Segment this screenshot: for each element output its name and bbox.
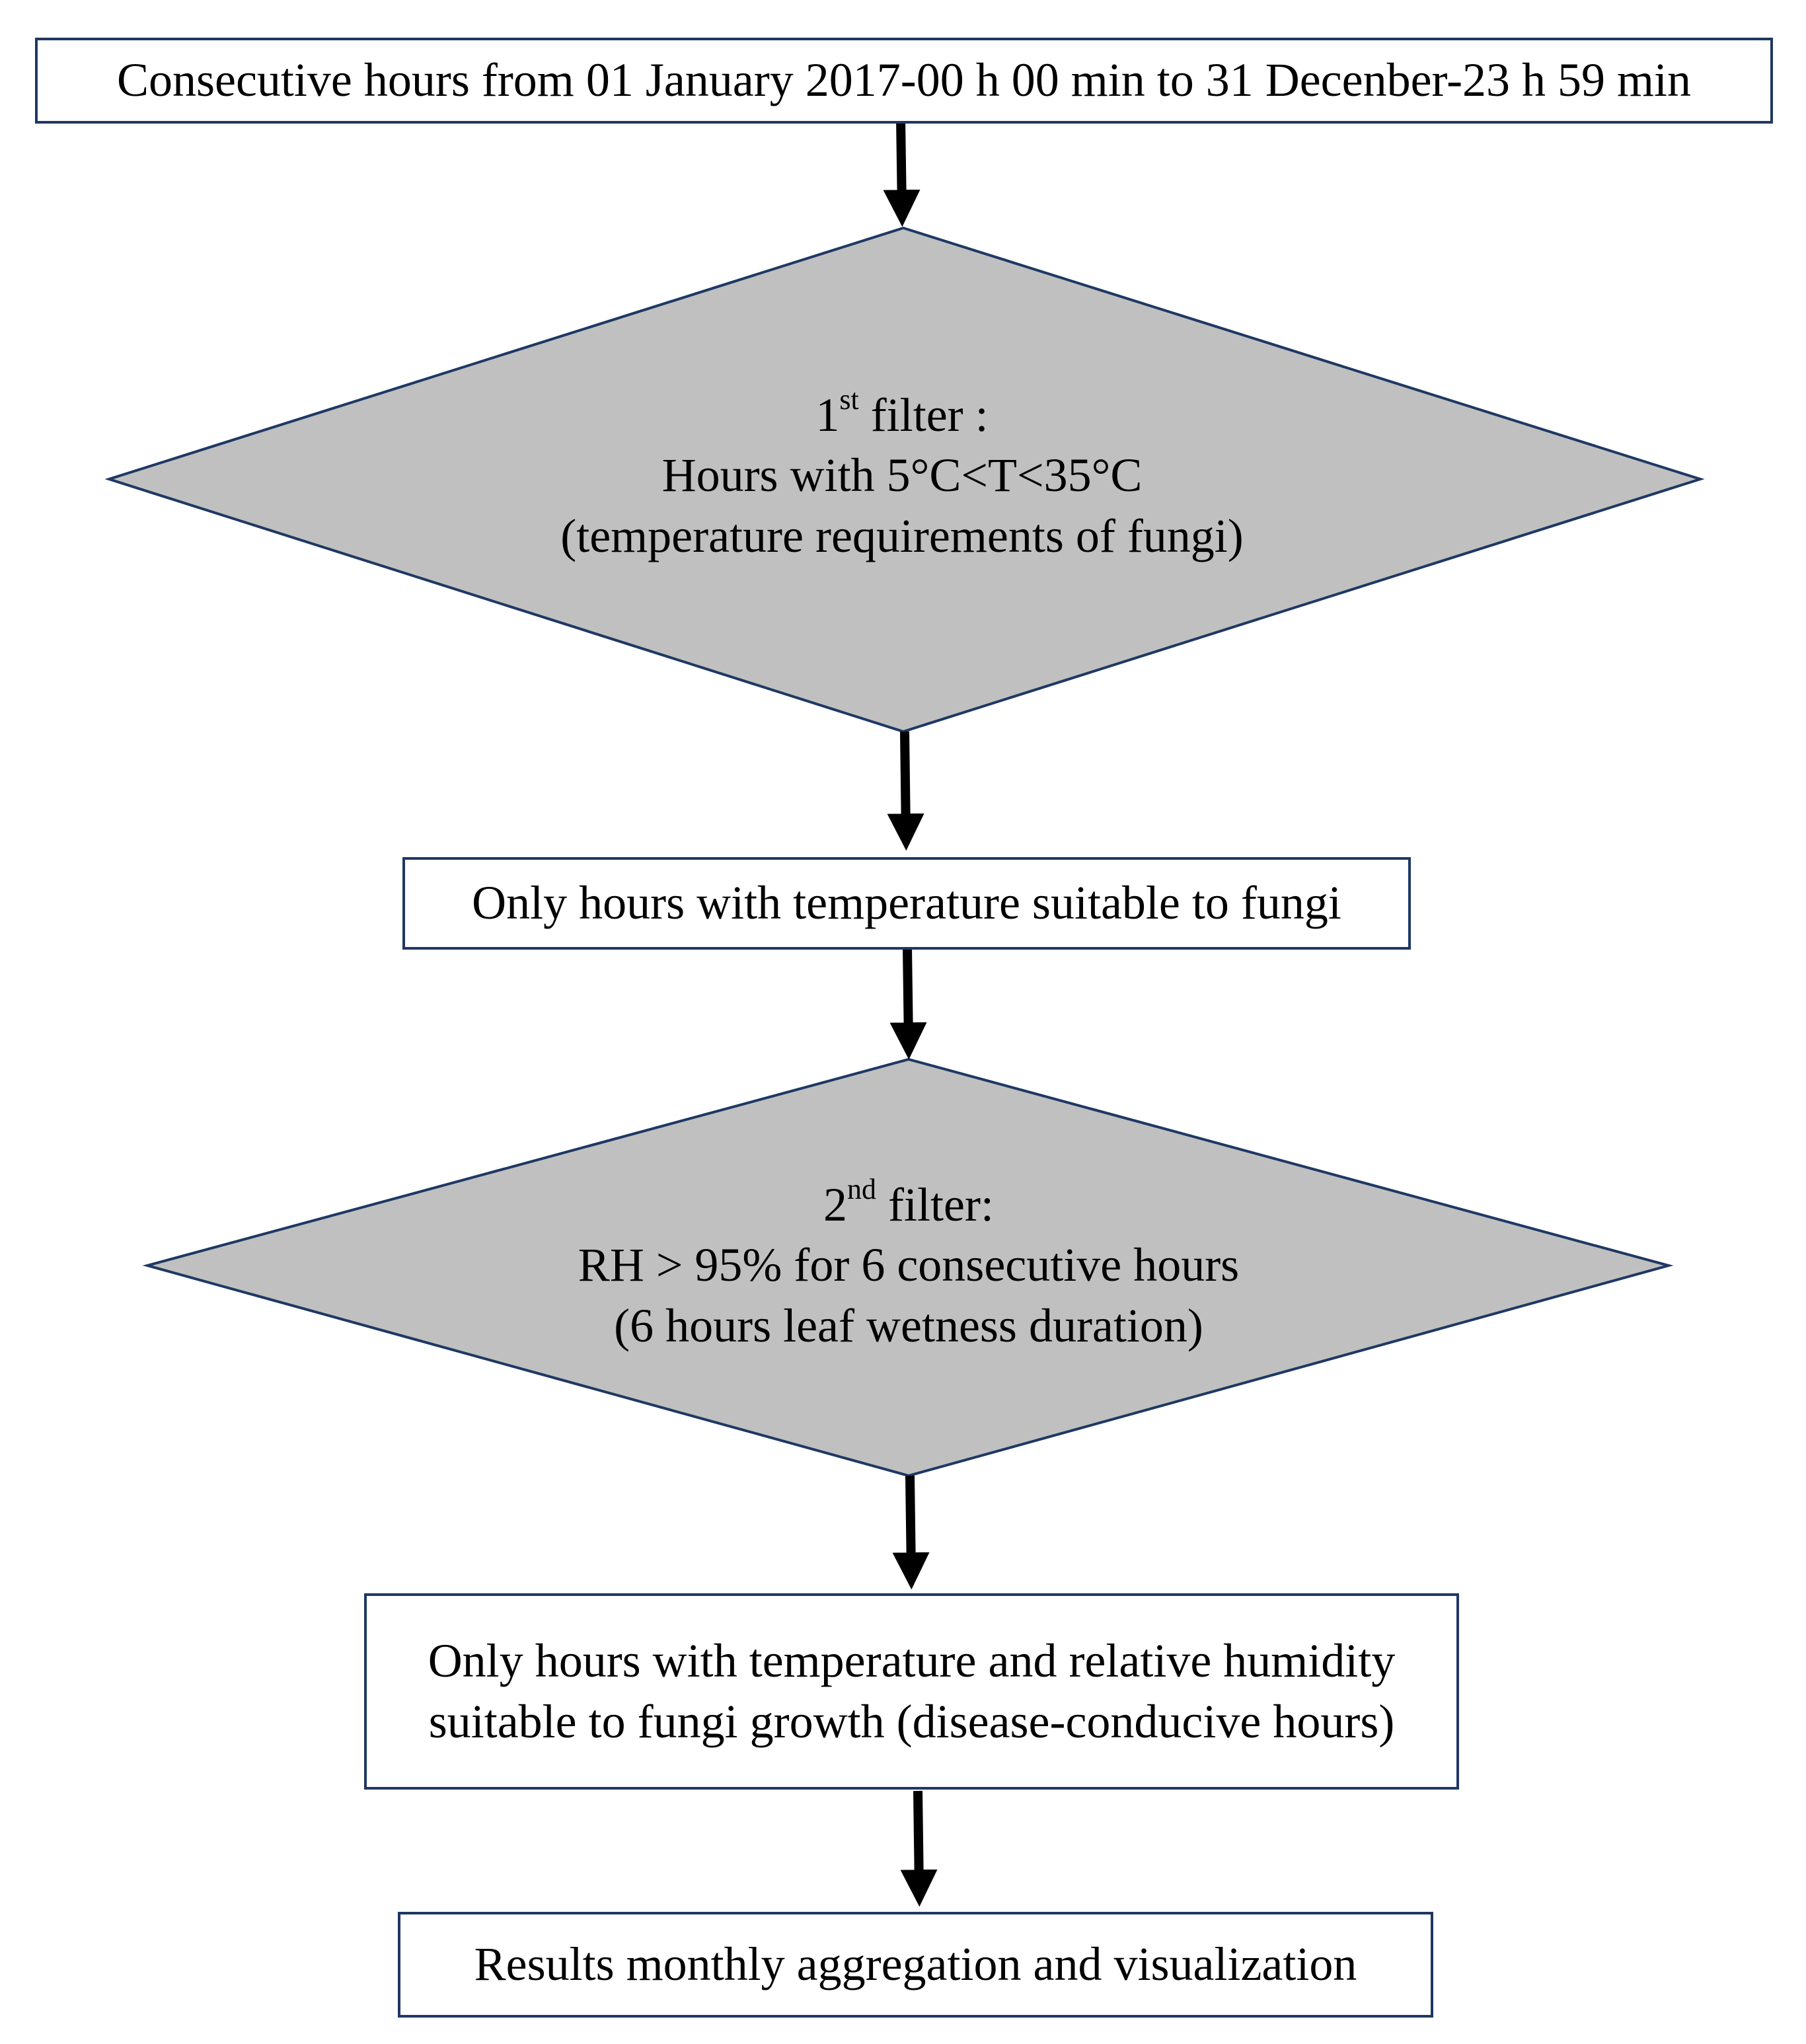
filter1-note: (temperature requirements of fungi) (560, 509, 1244, 562)
end-text: Results monthly aggregation and visualiz… (474, 1938, 1357, 1991)
filter2-condition: RH > 95% for 6 consecutive hours (578, 1238, 1240, 1292)
filter2-ordinal-number: 2 (823, 1178, 848, 1231)
filter2-title: 2nd filter: (823, 1172, 994, 1235)
filter1-condition: Hours with 5°C<T<35°C (661, 449, 1143, 502)
arrow-filter1-to-step1 (887, 731, 924, 851)
step2-line1: Only hours with temperature and relative… (428, 1634, 1396, 1688)
filter2-text: 2nd filter: RH > 95% for 6 consecutive h… (380, 1160, 1437, 1371)
filter1-title-rest: filter : (858, 388, 989, 441)
start-box: Consecutive hours from 01 January 2017-0… (35, 38, 1773, 124)
step2-box: Only hours with temperature and relative… (364, 1593, 1459, 1790)
filter1-title: 1st filter : (815, 385, 988, 445)
start-text: Consecutive hours from 01 January 2017-0… (116, 54, 1692, 107)
filter2-ordinal-suffix: nd (847, 1172, 877, 1205)
filter1-text: 1st filter : Hours with 5°C<T<35°C (temp… (373, 370, 1431, 582)
filter1-ordinal-number: 1 (815, 388, 840, 441)
arrow-step2-to-end (900, 1790, 938, 1907)
filter2-title-rest: filter: (876, 1178, 994, 1231)
end-box: Results monthly aggregation and visualiz… (398, 1912, 1433, 2018)
step1-text: Only hours with temperature suitable to … (472, 876, 1341, 930)
filter1-diamond (104, 226, 1705, 734)
step2-line2: suitable to fungi growth (disease-conduc… (428, 1694, 1395, 1748)
arrow-start-to-filter1 (883, 118, 921, 227)
arrow-step1-to-filter2 (889, 947, 927, 1060)
filter2-note: (6 hours leaf wetness duration) (614, 1299, 1203, 1352)
arrow-filter2-to-step2 (892, 1475, 930, 1590)
step1-box: Only hours with temperature suitable to … (402, 857, 1411, 950)
filter2-diamond (142, 1057, 1674, 1478)
filter1-ordinal-suffix: st (839, 383, 859, 416)
